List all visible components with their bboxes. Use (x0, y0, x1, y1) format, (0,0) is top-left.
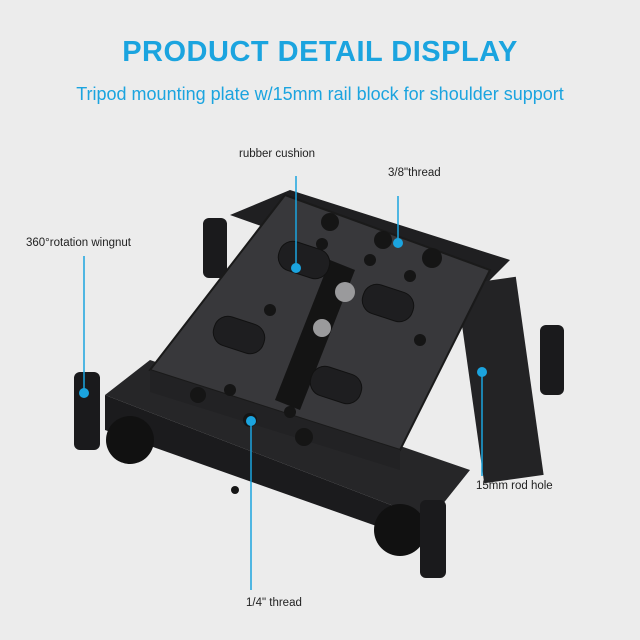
wingnut-right (540, 325, 564, 395)
callout-dot-rubber-cushion (291, 263, 301, 273)
wingnut-front-right (420, 500, 446, 578)
page-subtitle: Tripod mounting plate w/15mm rail block … (76, 84, 564, 104)
wingnut-left (74, 372, 100, 450)
screw-1-4 (313, 319, 331, 337)
callout-dot-thread-1-4 (246, 416, 256, 426)
rod-hole-left (106, 416, 154, 464)
center-slot (275, 260, 355, 410)
rod-hole-right (374, 504, 426, 556)
callout-dot-thread-3-8 (393, 238, 403, 248)
wingnut-back-left (203, 218, 227, 278)
screw-3-8 (335, 282, 355, 302)
callout-rubber-cushion: rubber cushion (239, 148, 316, 160)
callout-rod-hole: 15mm rod hole (476, 480, 553, 492)
callout-dot-rod-hole (477, 367, 487, 377)
callout-wingnut: 360°rotation wingnut (26, 237, 131, 249)
page-title: PRODUCT DETAIL DISPLAY (122, 36, 518, 68)
callout-thread-3-8: 3/8"thread (388, 167, 441, 179)
callout-dot-wingnut (79, 388, 89, 398)
callout-thread-1-4: 1/4" thread (246, 597, 302, 609)
